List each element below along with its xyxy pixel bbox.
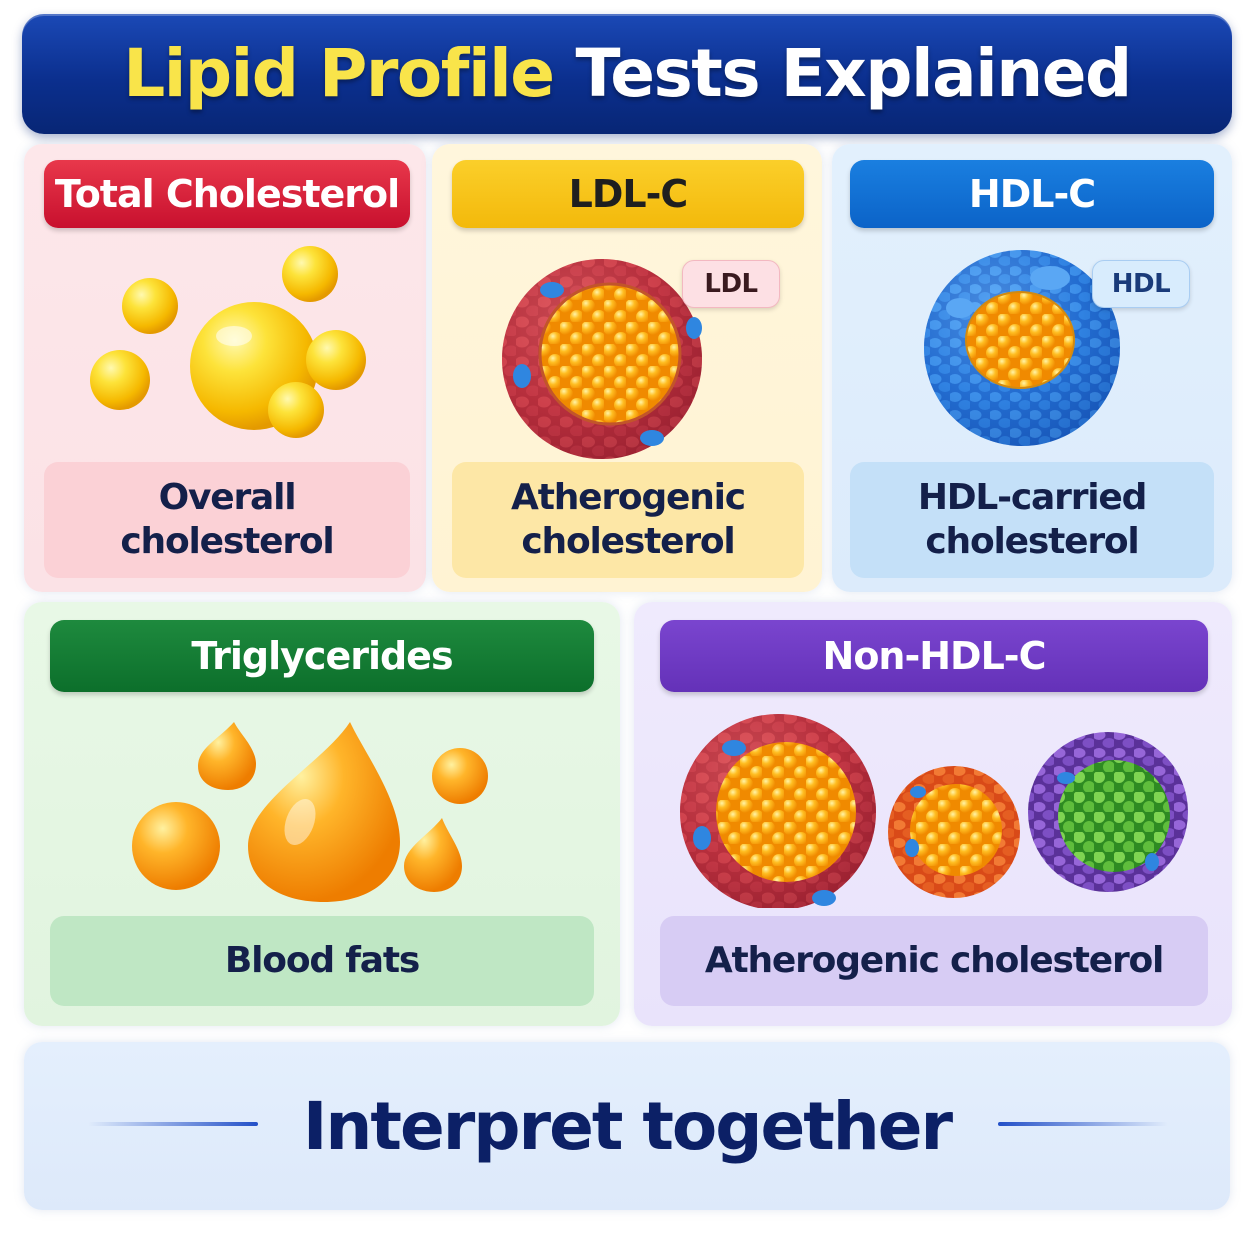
description-total-cholesterol: Overall cholesterol	[44, 462, 410, 578]
label-ldl-c: LDL-C	[452, 160, 804, 228]
lipoprotein-particles-icon	[680, 714, 1188, 908]
hdl-tag: HDL	[1092, 260, 1190, 308]
label-triglycerides: Triglycerides	[50, 620, 594, 692]
footer-text: Interpret together	[302, 1087, 953, 1165]
divider-line-right	[998, 1122, 1168, 1126]
page-title-highlight: Lipid Profile	[123, 35, 555, 112]
hdl-particle-icon	[924, 250, 1120, 446]
description-line: HDL-carried	[917, 477, 1148, 518]
label-hdl-c: HDL-C	[850, 160, 1214, 228]
fat-droplets-icon	[132, 722, 488, 902]
footer-banner: Interpret together	[24, 1042, 1230, 1210]
page-title: Tests Explained	[575, 35, 1132, 112]
card-triglycerides: Triglycerides Blood fats	[24, 602, 620, 1026]
description-line: cholesterol	[120, 521, 334, 562]
cholesterol-droplets-icon	[90, 246, 366, 438]
ldl-particle-icon	[502, 259, 702, 459]
description-ldl-c: Atherogenic cholesterol	[452, 462, 804, 578]
card-total-cholesterol: Total Cholesterol Overall cholesterol	[24, 144, 426, 592]
card-ldl-c: LDL-C LDL Atherogenic cholesterol	[432, 144, 822, 592]
ldl-tag: LDL	[682, 260, 780, 308]
card-hdl-c: HDL-C HDL HDL-carried cholesterol	[832, 144, 1232, 592]
title-banner: Lipid Profile Tests Explained	[22, 14, 1232, 134]
description-hdl-c: HDL-carried cholesterol	[850, 462, 1214, 578]
description-line: cholesterol	[925, 521, 1139, 562]
divider-line-left	[88, 1122, 258, 1126]
card-non-hdl-c: Non-HDL-C Atherogenic cholesterol	[634, 602, 1232, 1026]
description-line: cholesterol	[521, 521, 735, 562]
label-total-cholesterol: Total Cholesterol	[44, 160, 410, 228]
description-triglycerides: Blood fats	[50, 916, 594, 1006]
description-line: Atherogenic	[511, 477, 746, 518]
label-non-hdl-c: Non-HDL-C	[660, 620, 1208, 692]
description-line: Overall	[158, 477, 297, 518]
description-non-hdl-c: Atherogenic cholesterol	[660, 916, 1208, 1006]
